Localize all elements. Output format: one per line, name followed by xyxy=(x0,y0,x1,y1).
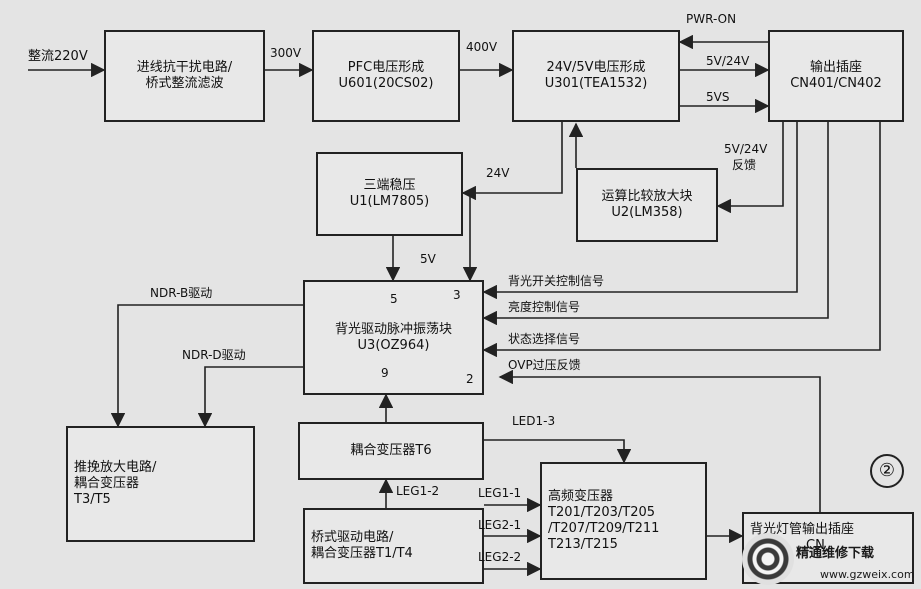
emi-line2: 桥式整流滤波 xyxy=(145,76,224,91)
out-line1: 输出插座 xyxy=(809,60,862,75)
pushpull-line1: 推挽放大电路/ xyxy=(74,460,157,475)
hf-transformer-block: 高频变压器 T201/T203/T205 /T207/T209/T211 T21… xyxy=(540,462,707,580)
label-ndr-d: NDR-D驱动 xyxy=(182,348,246,362)
label-ndr-b: NDR-B驱动 xyxy=(150,286,213,300)
label-5v: 5V xyxy=(420,252,436,266)
osc-pin2: 2 xyxy=(466,372,474,386)
label-5vs: 5VS xyxy=(706,90,730,104)
bridge-driver-block: 桥式驱动电路/ 耦合变压器T1/T4 xyxy=(303,508,484,584)
label-leg21: LEG2-1 xyxy=(478,518,522,532)
watermark-text: 精通维修下载 xyxy=(796,546,875,561)
opamp-block: 运算比较放大块 U2(LM358) xyxy=(576,168,718,242)
psu-line1: 24V/5V电压形成 xyxy=(546,60,646,75)
arrow-24v xyxy=(461,122,563,201)
label-300v: 300V xyxy=(270,46,302,60)
label-input-220v: 整流220V xyxy=(28,49,88,64)
arrow-ovp xyxy=(498,369,821,512)
psu-line2: U301(TEA1532) xyxy=(544,76,648,91)
reg-line1: 三端稳压 xyxy=(363,178,416,193)
pfc-line2: U601(20CS02) xyxy=(338,76,434,91)
arrow-bl-switch xyxy=(482,122,798,300)
out-line2: CN401/CN402 xyxy=(790,76,882,91)
osc-pin5: 5 xyxy=(390,292,398,306)
pfc-line1: PFC电压形成 xyxy=(347,60,425,75)
label-5v24v: 5V/24V xyxy=(706,54,750,68)
psu-block: 24V/5V电压形成 U301(TEA1532) xyxy=(512,30,680,122)
label-24v: 24V xyxy=(486,166,510,180)
osc-line1: 背光驱动脉冲振荡块 xyxy=(334,321,452,337)
arrow-ndr-b xyxy=(110,304,303,428)
label-pwr-on: PWR-ON xyxy=(686,12,737,26)
arrow-led13 xyxy=(484,439,632,464)
emi-line1: 进线抗干扰电路/ xyxy=(136,60,233,75)
label-bl-switch: 背光开关控制信号 xyxy=(508,274,605,288)
label-400v: 400V xyxy=(466,40,498,54)
label-feedback-2: 反馈 xyxy=(732,158,757,172)
arrow-feedback xyxy=(716,122,784,214)
label-leg11: LEG1-1 xyxy=(478,486,522,500)
label-leg22: LEG2-2 xyxy=(478,550,522,564)
hft-line4: T213/T215 xyxy=(548,537,618,552)
label-state-select: 状态选择信号 xyxy=(508,332,581,346)
pushpull-line2: 耦合变压器 xyxy=(74,476,140,491)
arrow-state xyxy=(482,122,881,358)
label-led13: LED1-3 xyxy=(512,414,556,428)
watermark-logo-icon xyxy=(742,533,794,585)
pfc-block: PFC电压形成 U601(20CS02) xyxy=(312,30,460,122)
bridge-line2: 耦合变压器T1/T4 xyxy=(311,546,413,561)
pushpull-line3: T3/T5 xyxy=(74,492,111,507)
opamp-line1: 运算比较放大块 xyxy=(601,189,693,204)
arrow-brightness xyxy=(482,122,829,326)
reg-line2: U1(LM7805) xyxy=(349,194,430,209)
arrow-ndr-d xyxy=(197,366,303,428)
t6-line1: 耦合变压器T6 xyxy=(350,443,432,458)
hft-line3: /T207/T209/T211 xyxy=(548,521,660,536)
osc-line2: U3(OZ964) xyxy=(357,337,430,353)
hft-line2: T201/T203/T205 xyxy=(548,505,656,520)
label-brightness: 亮度控制信号 xyxy=(508,300,581,314)
arrow-24v-osc xyxy=(462,192,478,282)
hft-line1: 高频变压器 xyxy=(548,489,614,504)
label-leg12: LEG1-2 xyxy=(396,484,440,498)
output-socket-block: 输出插座 CN401/CN402 xyxy=(768,30,904,122)
label-ovp: OVP过压反馈 xyxy=(508,358,581,372)
bridge-line1: 桥式驱动电路/ xyxy=(311,530,394,545)
figure-number: ② xyxy=(870,454,904,488)
lamp-line2: CN xyxy=(806,538,825,553)
osc-pin3: 3 xyxy=(453,288,461,302)
lamp-line1: 背光灯管输出插座 xyxy=(750,522,855,537)
opamp-line2: U2(LM358) xyxy=(611,205,683,220)
t6-block: 耦合变压器T6 xyxy=(298,422,484,480)
oscillator-block: 背光驱动脉冲振荡块 U3(OZ964) xyxy=(303,280,484,395)
regulator-block: 三端稳压 U1(LM7805) xyxy=(316,152,463,236)
emi-filter-block: 进线抗干扰电路/ 桥式整流滤波 xyxy=(104,30,265,122)
watermark-url: www.gzweix.com xyxy=(820,568,915,581)
osc-pin9: 9 xyxy=(381,366,389,380)
push-pull-block: 推挽放大电路/ 耦合变压器 T3/T5 xyxy=(66,426,255,542)
label-feedback-1: 5V/24V xyxy=(724,142,768,156)
